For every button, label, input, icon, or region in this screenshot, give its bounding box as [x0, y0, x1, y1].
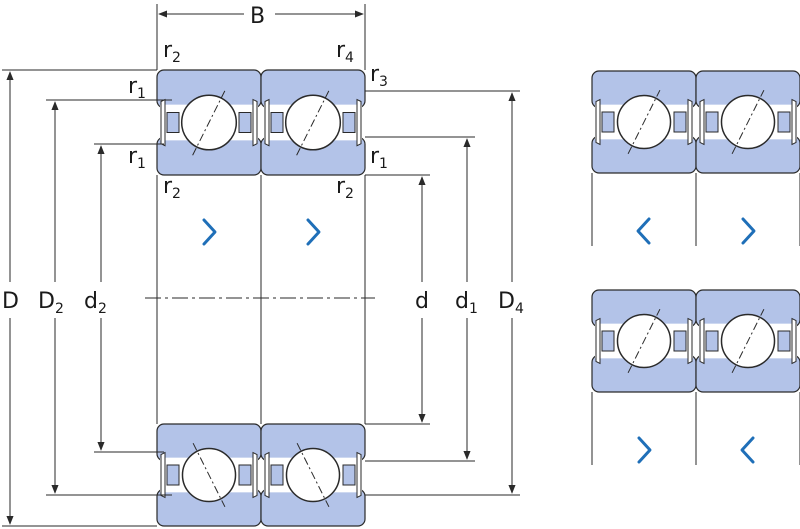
- label-B: B: [250, 4, 265, 29]
- side-load-direction-arrow: [741, 217, 756, 245]
- seal-right: [791, 317, 797, 365]
- label-D: D: [2, 289, 19, 314]
- seal-left: [595, 98, 601, 146]
- seal-right: [687, 98, 693, 146]
- contact-line: [296, 442, 330, 508]
- load-direction-arrow: [202, 218, 217, 246]
- face-to-face-arrangement: [591, 289, 800, 465]
- label-r1-mid-left: r1: [128, 144, 146, 172]
- dimension-lines: [2, 4, 520, 527]
- main-bearing-pair: [156, 69, 366, 527]
- cage-left: [270, 112, 284, 133]
- label-r3: r3: [370, 62, 388, 90]
- main-bearing-bottom-2: [260, 423, 366, 527]
- side-load-direction-arrow: [636, 217, 651, 245]
- seal-right: [356, 98, 362, 147]
- contact-line: [731, 308, 765, 374]
- label-D2: D2: [38, 289, 64, 317]
- cage-right: [342, 464, 356, 486]
- label-d1: d1: [455, 289, 478, 317]
- label-r2-mid-left: r2: [163, 174, 181, 202]
- cage-left: [601, 111, 615, 133]
- seal-right: [791, 98, 797, 146]
- seal-left: [160, 98, 166, 147]
- seal-right: [252, 451, 258, 499]
- cage-right: [238, 464, 252, 486]
- label-r1-top: r1: [128, 74, 146, 102]
- label-r1-mid-right: r1: [370, 144, 388, 172]
- cage-right: [238, 112, 252, 133]
- label-r2-top-left: r2: [163, 38, 181, 66]
- seal-left: [160, 451, 166, 499]
- cage-right: [673, 111, 687, 133]
- cage-right: [673, 330, 687, 352]
- label-r4: r4: [336, 38, 354, 66]
- side-load-direction-arrow: [637, 436, 652, 464]
- cage-left: [166, 112, 180, 133]
- back-to-back-arrangement: [591, 70, 800, 246]
- label-D4: D4: [498, 289, 524, 317]
- contact-line: [192, 442, 226, 508]
- contact-line: [192, 89, 226, 156]
- cage-left: [270, 464, 284, 486]
- contact-line: [627, 89, 661, 155]
- contact-line: [627, 308, 661, 374]
- seal-left: [595, 317, 601, 365]
- seal-left: [699, 98, 705, 146]
- main-bearing-top-1: [156, 69, 262, 176]
- side-bearing-1: [591, 70, 697, 174]
- main-bearing-bottom-1: [156, 423, 262, 527]
- seal-right: [356, 451, 362, 499]
- cage-right: [777, 330, 791, 352]
- load-direction-arrow: [306, 218, 321, 246]
- label-d2: d2: [84, 289, 107, 317]
- side-load-direction-arrow: [740, 436, 755, 464]
- seal-right: [252, 98, 258, 147]
- label-r2-mid-right: r2: [336, 174, 354, 202]
- contact-line: [731, 89, 765, 155]
- side-bearing-1: [591, 289, 697, 393]
- cage-left: [705, 111, 719, 133]
- cage-left: [166, 464, 180, 486]
- side-bearing-2: [695, 289, 800, 393]
- seal-right: [687, 317, 693, 365]
- cage-right: [777, 111, 791, 133]
- cage-left: [601, 330, 615, 352]
- cage-right: [342, 112, 356, 133]
- contact-line: [296, 89, 330, 156]
- cage-left: [705, 330, 719, 352]
- label-d: d: [415, 289, 429, 314]
- seal-left: [264, 98, 270, 147]
- seal-left: [699, 317, 705, 365]
- seal-left: [264, 451, 270, 499]
- side-bearing-2: [695, 70, 800, 174]
- main-bearing-top-2: [260, 69, 366, 176]
